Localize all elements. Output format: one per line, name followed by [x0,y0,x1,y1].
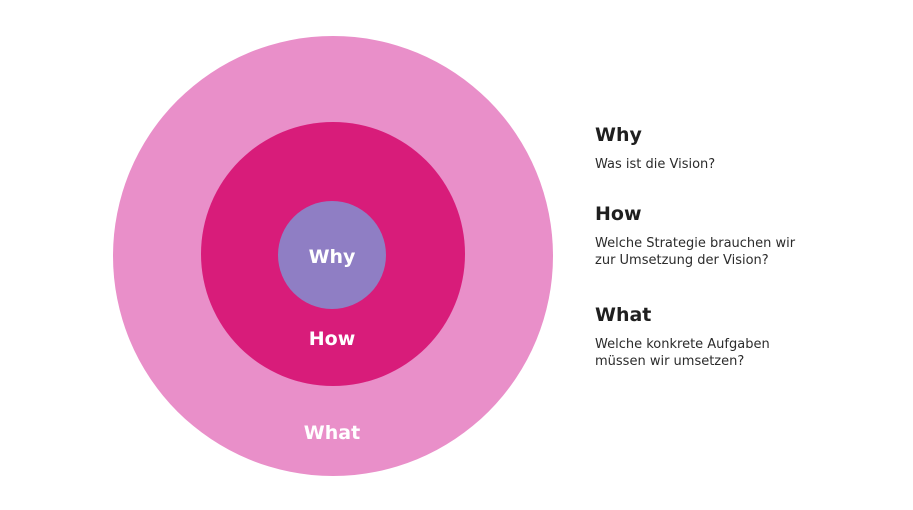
legend-item-how: How Welche Strategie brauchen wir zur Um… [595,199,795,269]
legend-title-why: Why [595,124,642,146]
how-circle-label: How [309,328,356,350]
legend-desc-why: Was ist die Vision? [595,157,716,172]
why-circle-label: Why [309,246,356,268]
legend-item-why: Why Was ist die Vision? [595,120,715,173]
legend-title-what: What [595,304,652,326]
what-circle-label: What [304,422,360,444]
legend-item-what: What Welche konkrete Aufgaben müssen wir… [595,300,770,370]
why-circle [278,201,386,309]
legend-desc-what: Welche konkrete Aufgaben müssen wir umse… [595,337,770,369]
legend-title-how: How [595,203,642,225]
legend-desc-how: Welche Strategie brauchen wir zur Umsetz… [595,236,796,268]
